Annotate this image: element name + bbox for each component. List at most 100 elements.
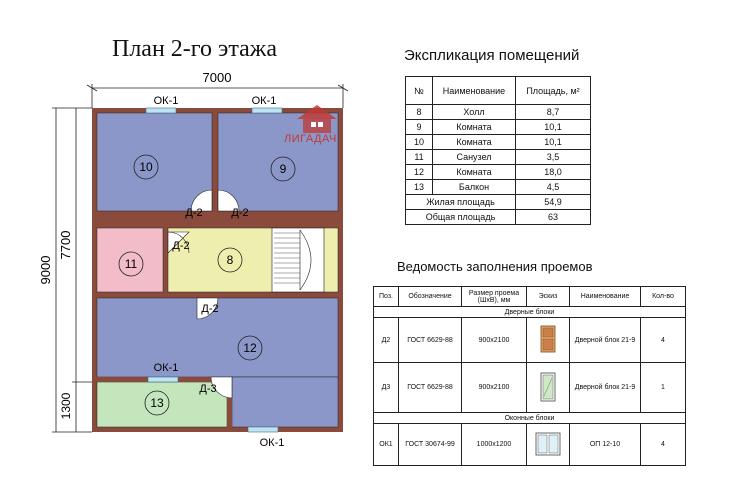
window-sketch-icon [526, 423, 570, 466]
room-13-balcony [96, 381, 228, 428]
plan-title: План 2-го этажа [112, 36, 278, 62]
window-label: ОК-1 [260, 437, 285, 449]
logo-text: ЛИГАДАЧ [284, 133, 337, 145]
column-header: № [405, 76, 433, 105]
cell: Санузел [432, 149, 516, 165]
house-logo-icon [297, 105, 337, 133]
cell: 1000x1200 [461, 423, 527, 466]
cell: 54,9 [515, 194, 591, 210]
column-header: Площадь, м² [515, 76, 591, 105]
cell: ОП 12-10 [569, 423, 641, 466]
cell: 1 [640, 362, 686, 413]
column-header: Наименование [569, 286, 641, 307]
cell: 9 [405, 119, 433, 135]
cell: Дверной блок 21-9 [569, 362, 641, 413]
openings-title: Ведомость заполнения проемов [397, 259, 593, 274]
cell: ГОСТ 6629-88 [398, 362, 462, 413]
dim-left-inner: 7700 [58, 231, 73, 260]
column-header: Поз. [373, 286, 399, 307]
balcony-side-wall [227, 377, 232, 432]
dim-left-bottom: 1300 [59, 392, 73, 419]
window-label: ОК-1 [154, 95, 179, 107]
cell: 18,0 [515, 164, 591, 180]
table-header-row: № Наименование Площадь, м² [405, 76, 591, 105]
explication-title: Экспликация помещений [404, 47, 580, 64]
door-label: Д-2 [201, 303, 218, 315]
room-number: 10 [139, 160, 153, 174]
column-header: Эскиз [526, 286, 570, 307]
door-sketch-icon [526, 317, 570, 363]
cell: Балкон [432, 179, 516, 195]
room-number-circle [217, 247, 243, 273]
room-10 [96, 112, 213, 212]
room-11 [96, 227, 164, 293]
cell: 10,1 [515, 134, 591, 150]
table-row: Д2 ГОСТ 6629-88 900x2100 Дверной блок 21… [373, 317, 686, 363]
door-label: Д-3 [199, 383, 216, 395]
cell: 4,5 [515, 179, 591, 195]
room-number-circle [237, 335, 263, 361]
window-label: ОК-1 [154, 362, 179, 374]
cell: Комната [432, 164, 516, 180]
cell: 4 [640, 317, 686, 363]
door-label: Д-2 [172, 240, 189, 252]
section-row: Оконные блоки [373, 412, 686, 424]
room-number-circle [270, 156, 296, 182]
cell: 8 [405, 104, 433, 120]
floor-plan: 7000 9000 7700 1300 ОК-1 ОК-1 ОК-1 ОК-1 [38, 70, 349, 449]
section-label: Дверные блоки [373, 306, 686, 318]
cell: 11 [405, 149, 433, 165]
dim-left-outer: 9000 [38, 256, 53, 285]
dim-top: 7000 [203, 70, 232, 85]
room-number-circle [118, 251, 144, 277]
column-header: Наименование [432, 76, 516, 105]
room-number: 13 [150, 396, 164, 410]
cell: 10 [405, 134, 433, 150]
cell: 63 [515, 209, 591, 225]
cell: 12 [405, 164, 433, 180]
table-row: Д3 ГОСТ 6629-88 900x2100 Дверной блок 21… [373, 362, 686, 413]
room-number: 12 [243, 341, 257, 355]
cell: 10,1 [515, 119, 591, 135]
room-12-ext [231, 376, 339, 428]
room-number: 9 [280, 162, 287, 176]
room-number-circle [144, 390, 170, 416]
table-row: ОК1 ГОСТ 30674-99 1000x1200 ОП 12-10 4 [373, 423, 686, 466]
room-number: 11 [125, 257, 138, 271]
cell: ОК1 [373, 423, 399, 466]
cell: 4 [640, 423, 686, 466]
window-label: ОК-1 [252, 95, 277, 107]
glass-door-sketch-icon [526, 362, 570, 413]
cell: Комната [432, 134, 516, 150]
openings-table: Поз. Обозначение Размер проема (ШхВ), мм… [373, 286, 686, 466]
cell: 8,7 [515, 104, 591, 120]
staircase [271, 227, 325, 293]
door-label: Д-2 [231, 207, 248, 219]
dimension-lines [52, 84, 349, 433]
cell: ГОСТ 6629-88 [398, 317, 462, 363]
cell: 13 [405, 179, 433, 195]
room-number-circle [133, 154, 159, 180]
section-label: Оконные блоки [373, 412, 686, 424]
column-header: Обозначение [398, 286, 462, 307]
door-label: Д-2 [185, 207, 202, 219]
cell: 3,5 [515, 149, 591, 165]
cell: Общая площадь [405, 209, 516, 225]
cell: Жилая площадь [405, 194, 516, 210]
cell: Дверной блок 21-9 [569, 317, 641, 363]
cell: Д3 [373, 362, 399, 413]
column-header: Размер проема (ШхВ), мм [461, 286, 527, 307]
cell: ГОСТ 30674-99 [398, 423, 462, 466]
cell: Комната [432, 119, 516, 135]
section-row: Дверные блоки [373, 306, 686, 318]
cell: Д2 [373, 317, 399, 363]
